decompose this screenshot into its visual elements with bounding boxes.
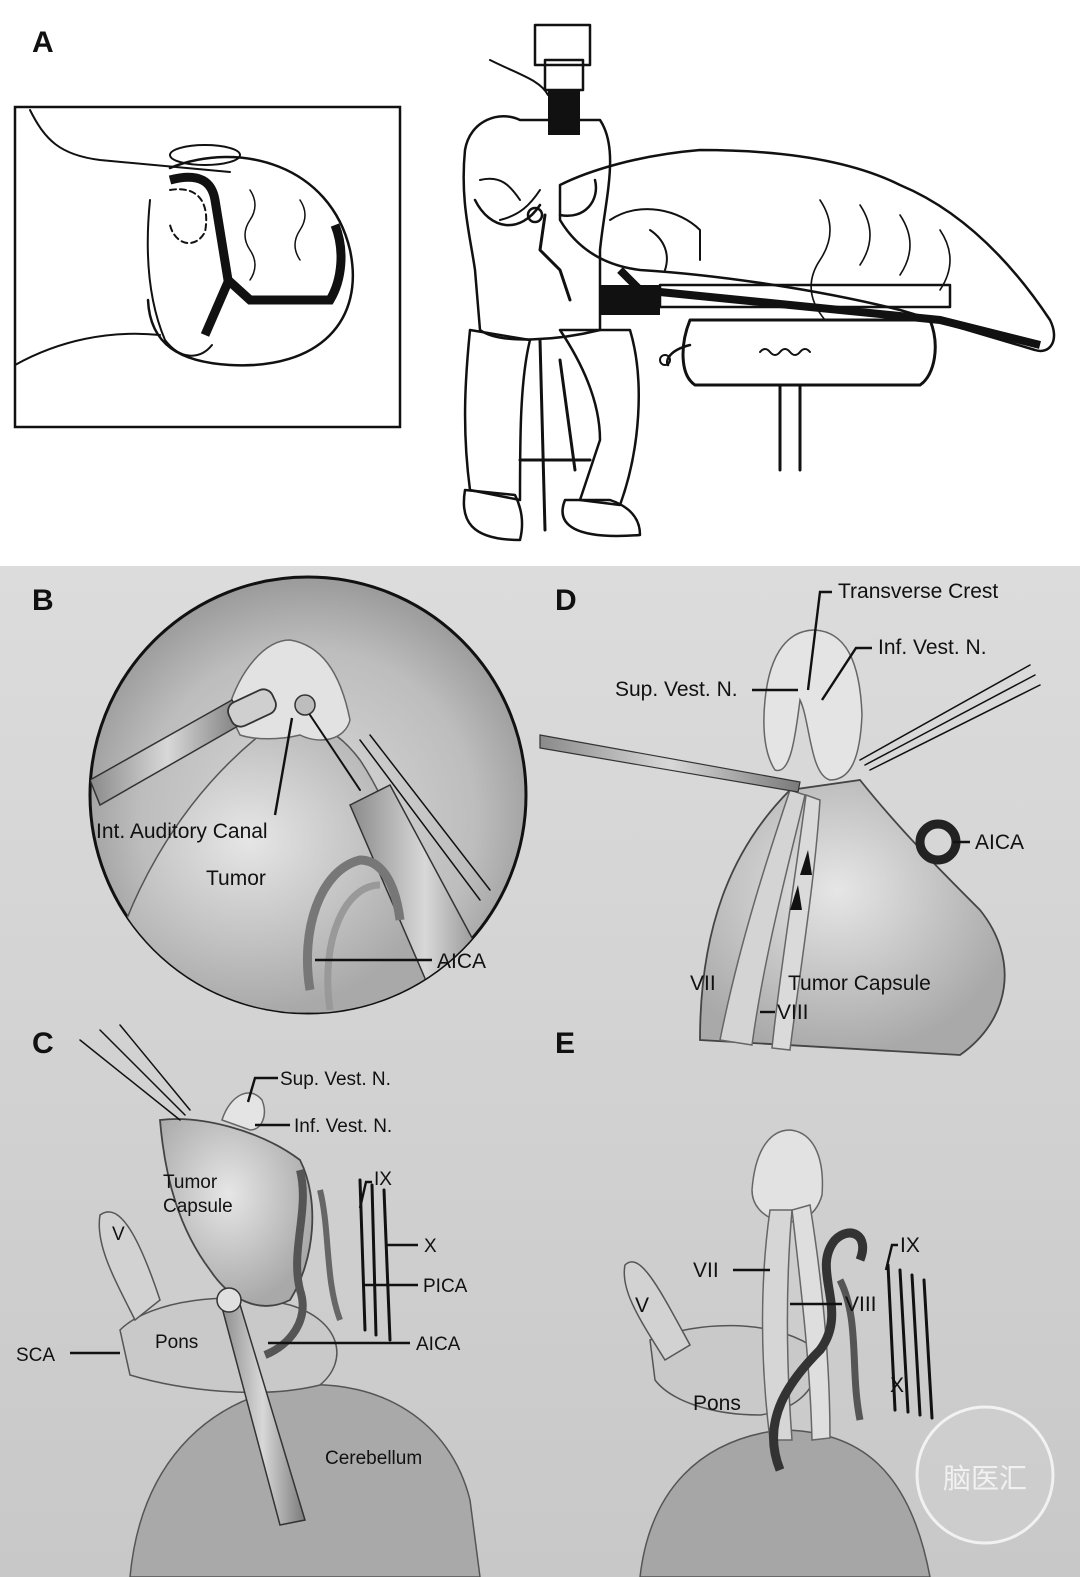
- label-pons-c: Pons: [155, 1332, 198, 1353]
- panel-b-letter: B: [32, 584, 54, 617]
- panel-d-letter: D: [555, 584, 577, 617]
- leader-canal: [273, 717, 294, 816]
- label-viii-d: VIII: [777, 1001, 809, 1024]
- nerve-v-c: [98, 1211, 161, 1322]
- label-capsule-c: Capsule: [163, 1196, 233, 1217]
- label-tumor-b: Tumor: [206, 867, 266, 890]
- label-x-e: X: [890, 1374, 904, 1397]
- drill-tip: [294, 694, 316, 716]
- label-pons-e: Pons: [693, 1392, 741, 1415]
- tumor-capsule-c: [159, 1118, 314, 1307]
- label-ix-e: IX: [900, 1234, 920, 1257]
- panel-c-letter: C: [32, 1027, 54, 1060]
- label-x-c: X: [424, 1236, 437, 1257]
- panel-b: B Int. Auditory Canal Tumor AICA: [32, 575, 528, 1015]
- label-v-c: V: [112, 1224, 125, 1245]
- panel-a: A: [13, 23, 1056, 542]
- panel-c: C Sup. Vest. N. Inf. Vest. N. Tumor Caps…: [16, 1024, 481, 1577]
- head-inset: [13, 105, 402, 429]
- label-inf-vest-c: Inf. Vest. N.: [294, 1116, 392, 1137]
- label-inf-vest-d: Inf. Vest. N.: [878, 636, 987, 659]
- panel-e-letter: E: [555, 1027, 575, 1060]
- label-viii-e: VIII: [845, 1293, 877, 1316]
- iac-c: [221, 1092, 266, 1131]
- watermark: 脑医汇: [915, 1405, 1055, 1545]
- label-aica-c: AICA: [416, 1334, 461, 1355]
- label-tumor-c: Tumor: [163, 1172, 218, 1193]
- panel-a-letter: A: [32, 26, 54, 59]
- surgeon-illustration: [462, 23, 1056, 542]
- label-v-e: V: [635, 1294, 649, 1317]
- label-int-auditory-canal: Int. Auditory Canal: [96, 820, 268, 843]
- label-transverse-crest-d: Transverse Crest: [838, 580, 998, 603]
- label-aica-d: AICA: [975, 831, 1024, 854]
- panel-d: D Transverse Crest Inf. Vest. N. Sup. Ve…: [539, 580, 1041, 1056]
- panel-e: E VII IX V VIII Pons X: [555, 1027, 934, 1577]
- aica-vessel-e: [769, 1228, 868, 1472]
- label-vii-e: VII: [693, 1259, 719, 1282]
- label-ix-c: IX: [374, 1169, 392, 1190]
- nerve-viii-e: [791, 1204, 831, 1441]
- label-sca-c: SCA: [16, 1345, 55, 1366]
- label-sup-vest-d: Sup. Vest. N.: [615, 678, 738, 701]
- label-pica-c: PICA: [423, 1276, 468, 1297]
- label-aica-b: AICA: [437, 950, 486, 973]
- nerve-vii-d: [719, 789, 806, 1046]
- instrument-d-left: [539, 734, 801, 793]
- nerve-vii-e: [761, 1209, 793, 1441]
- iac-e: [751, 1129, 824, 1223]
- aica-vessel-c: [263, 1169, 307, 1359]
- label-vii-d: VII: [690, 972, 716, 995]
- label-cerebellum-c: Cerebellum: [325, 1448, 422, 1469]
- label-tumor-capsule-d: Tumor Capsule: [788, 972, 931, 995]
- label-sup-vest-c: Sup. Vest. N.: [280, 1069, 391, 1090]
- pons-shape-c: [119, 1297, 338, 1394]
- watermark-text: 脑医汇: [943, 1462, 1027, 1495]
- nerve-v-e: [623, 1261, 692, 1362]
